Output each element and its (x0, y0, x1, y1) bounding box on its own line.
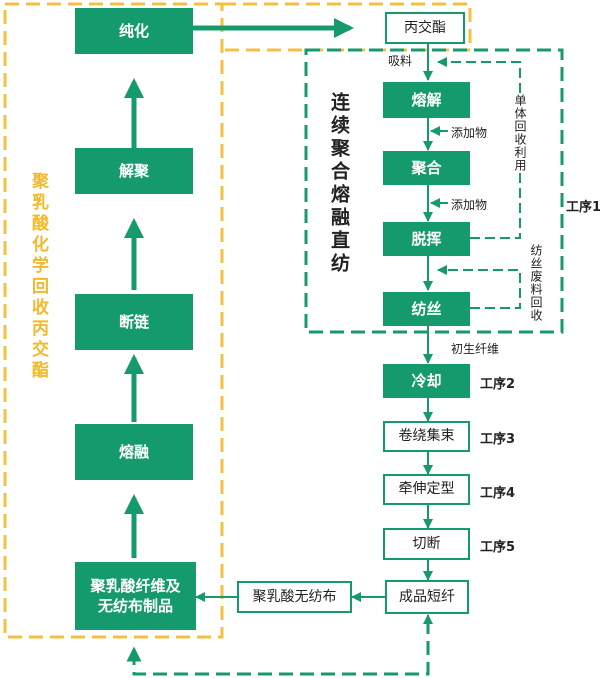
spinning-box: 纺丝 (383, 292, 470, 326)
step4-label: 工序4 (480, 486, 516, 501)
step1-frame (304, 48, 564, 334)
waste-recycle-loop (437, 265, 521, 309)
step2-label: 工序2 (480, 377, 516, 392)
melt-box: 熔融 (75, 424, 193, 480)
purify-box: 纯化 (75, 8, 193, 54)
staple-fiber-box: 成品短纤 (385, 580, 469, 614)
melting-box: 熔解 (383, 82, 470, 118)
fiber-products-box: 聚乳酸纤维及 无纺布制品 (75, 562, 196, 630)
step1-label: 工序1 (566, 200, 600, 215)
return-loop (126, 620, 430, 676)
devolatilization-box: 脱挥 (383, 222, 470, 256)
nonwoven-box: 聚乳酸无纺布 (237, 581, 352, 613)
feed-label: 吸料 (388, 54, 413, 68)
winding-box: 卷绕集束 (383, 421, 470, 452)
break-chain-box: 断链 (75, 294, 193, 350)
step5-label: 工序5 (480, 540, 516, 555)
chemical-recycle-frame (3, 2, 224, 639)
drafting-box: 牵伸定型 (383, 474, 470, 505)
continuous-process-title: 连续聚合熔融直纺 (328, 92, 350, 276)
additive-label-2: 添加物 (451, 198, 488, 212)
as-spun-label: 初生纤维 (451, 342, 500, 356)
depolymerize-box: 解聚 (75, 148, 193, 194)
lactide-box: 丙交酯 (385, 12, 465, 44)
cooling-box: 冷却 (383, 364, 470, 398)
waste-recycle-label: 纺丝废料回收 (528, 244, 545, 322)
monomer-recycle-label: 单体回收利用 (512, 94, 529, 172)
lactide-link-frame (222, 2, 472, 52)
step3-label: 工序3 (480, 432, 516, 447)
cutting-box: 切断 (383, 528, 470, 560)
chemical-recycle-title: 聚乳酸化学回收丙交酯 (28, 172, 48, 382)
additive-label-1: 添加物 (451, 126, 488, 140)
polymerization-box: 聚合 (383, 151, 470, 185)
